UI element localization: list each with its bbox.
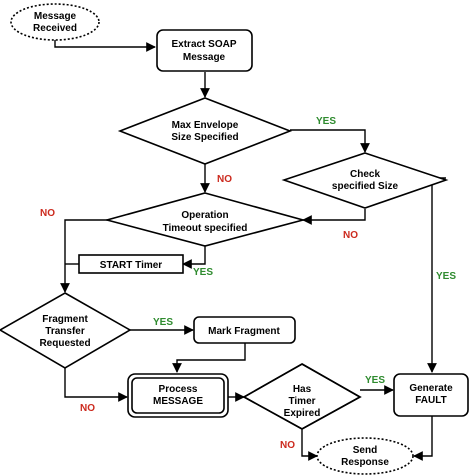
decision-diamond [103, 192, 307, 247]
node-label: specified Size [332, 181, 399, 192]
node-label: Generate [409, 383, 453, 394]
node-label: Transfer [45, 326, 85, 337]
process-box [393, 373, 469, 417]
edge-fragment-no [64, 368, 128, 402]
node-label: MESSAGE [153, 396, 203, 407]
no-label: NO [343, 230, 358, 241]
node-label: Process [159, 384, 198, 395]
node-label: Requested [39, 338, 90, 349]
mark-fragment-node: Mark Fragment [193, 316, 296, 344]
terminator-shape [316, 437, 414, 475]
node-label: Has [293, 384, 312, 395]
yes-label: YES [436, 271, 456, 282]
yes-label: YES [316, 116, 336, 127]
node-label: Message [183, 52, 226, 63]
check-size-decision: Check specified Size [281, 152, 449, 209]
node-label: Max Envelope [172, 120, 239, 131]
process-box [193, 316, 296, 344]
node-label: Timer [288, 396, 315, 407]
process-box-inner [131, 377, 225, 414]
edge-max-envelope-yes [290, 129, 370, 153]
yes-label: YES [153, 317, 173, 328]
start-timer-node: START Timer [78, 254, 184, 274]
edge-fault-to-response [413, 416, 433, 461]
edge-has-timer-no [301, 429, 318, 461]
extract-soap-node: Extract SOAP Message [156, 29, 253, 72]
no-label: NO [80, 403, 95, 414]
send-response-node: Send Response [316, 437, 414, 475]
node-label: START Timer [100, 260, 163, 271]
edge-timeout-yes [182, 245, 206, 269]
edge-received-to-extract [54, 40, 156, 52]
node-label: Fragment [42, 314, 88, 325]
node-label: Operation [181, 210, 228, 221]
yes-label: YES [365, 375, 385, 386]
terminator-shape [10, 3, 100, 41]
node-label: FAULT [415, 395, 446, 406]
node-label: Response [341, 457, 389, 468]
operation-timeout-decision: Operation Timeout specified [103, 192, 307, 247]
process-box [156, 29, 253, 72]
decision-diamond [117, 97, 293, 165]
process-message-node: Process MESSAGE [127, 373, 229, 418]
process-box [78, 254, 184, 274]
decision-diamond [0, 292, 132, 369]
no-label: NO [280, 440, 295, 451]
generate-fault-node: Generate FAULT [393, 373, 469, 417]
node-label: Send [353, 445, 377, 456]
edge-mark-to-process [172, 343, 246, 373]
max-envelope-decision: Max Envelope Size Specified [117, 97, 293, 165]
fragment-transfer-decision: Fragment Transfer Requested [0, 292, 132, 369]
node-label: Size Specified [171, 132, 238, 143]
message-received-node: Message Received [10, 3, 100, 41]
node-label: Message [34, 11, 77, 22]
yes-label: YES [193, 267, 213, 278]
node-label: Received [33, 23, 77, 34]
node-label: Extract SOAP [171, 39, 236, 50]
node-label: Check [350, 169, 380, 180]
edge-labels: YES NO NO YES NO YES YES NO YES NO [40, 116, 456, 451]
edge-timeout-no [60, 219, 108, 293]
decision-diamond [281, 152, 449, 209]
no-label: NO [40, 208, 55, 219]
node-label: Expired [284, 408, 321, 419]
node-label: Mark Fragment [208, 326, 280, 337]
edge-check-size-no [302, 209, 366, 225]
node-label: Timeout specified [163, 223, 248, 234]
has-timer-decision: Has Timer Expired [242, 363, 362, 430]
no-label: NO [217, 174, 232, 185]
